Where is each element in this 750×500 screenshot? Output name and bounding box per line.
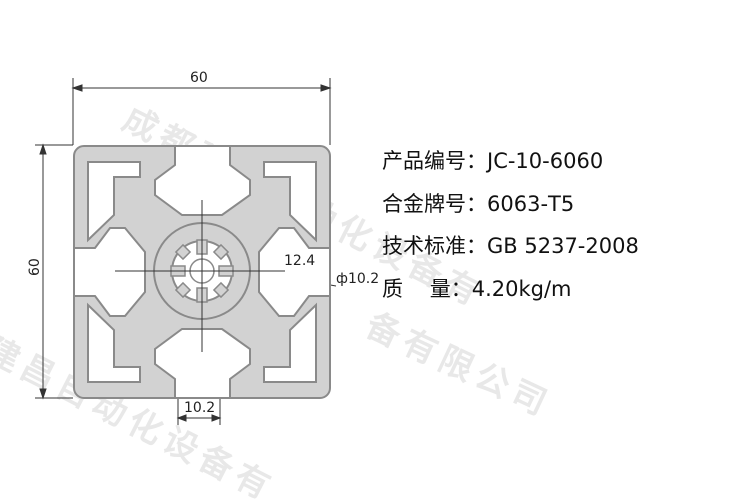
spec-value: 6063-T5 — [487, 192, 575, 216]
dim-slot-width-label: 10.2 — [184, 400, 215, 416]
spec-value: GB 5237-2008 — [487, 234, 639, 258]
dim-width-label: 60 — [190, 70, 208, 86]
spec-alloy-grade: 合金牌号：6063-T5 — [382, 188, 574, 218]
spec-weight: 质 量：4.20kg/m — [382, 273, 571, 303]
dim-slot-offset-label: 12.4 — [284, 253, 315, 269]
spec-product-code: 产品编号：JC-10-6060 — [382, 145, 603, 175]
spec-label: 技术标准： — [382, 234, 487, 258]
dim-bore-label: ф10.2 — [336, 271, 379, 287]
spec-value: 4.20kg/m — [471, 277, 572, 301]
spec-label: 合金牌号： — [382, 192, 487, 216]
spec-label: 产品编号： — [382, 149, 487, 173]
spec-value: JC-10-6060 — [487, 149, 604, 173]
dim-height-label: 60 — [27, 258, 43, 276]
spec-standard: 技术标准：GB 5237-2008 — [382, 230, 639, 260]
spec-label: 质 量： — [382, 277, 472, 301]
